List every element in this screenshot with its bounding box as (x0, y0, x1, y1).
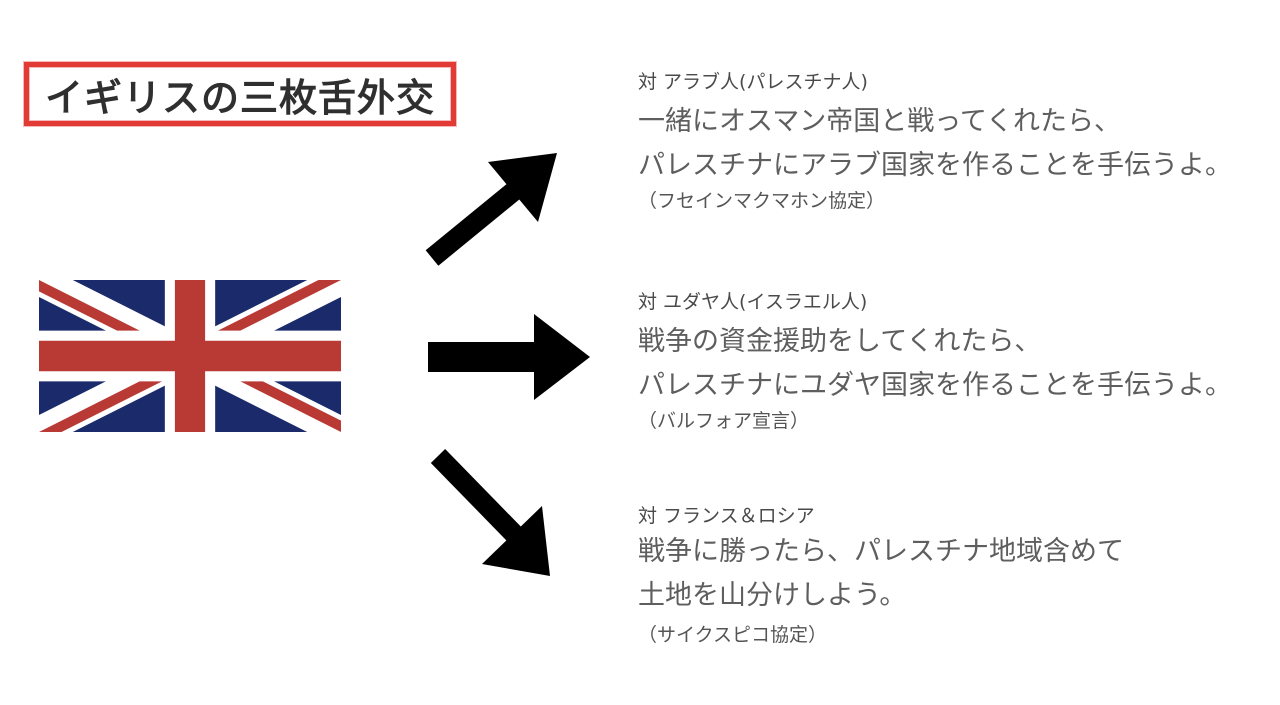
block-text-line: パレスチナにユダヤ国家を作ることを手伝うよ。 (638, 370, 1232, 401)
block-text-line: パレスチナにアラブ国家を作ることを手伝うよ。 (638, 150, 1232, 181)
block-note: （サイクスピコ協定） (638, 624, 828, 646)
arrow-up-right-icon (425, 153, 557, 266)
block-text-line: 土地を山分けしよう。 (638, 580, 907, 611)
block-france-russia: 対 フランス＆ロシア 戦争に勝ったら、パレスチナ地域含めて 土地を山分けしよう。… (638, 504, 1124, 648)
block-text-line: 一緒にオスマン帝国と戦ってくれたら、 (638, 106, 1122, 137)
union-jack-flag-icon (39, 280, 341, 432)
page-title: イギリスの三枚舌外交 (44, 75, 435, 120)
arrow-right-icon (428, 314, 590, 400)
arrow-down-right-icon (430, 449, 550, 576)
block-text-line: 戦争に勝ったら、パレスチナ地域含めて (638, 536, 1124, 567)
block-text-line: 戦争の資金援助をしてくれたら、 (638, 326, 1042, 357)
title-box: イギリスの三枚舌外交 (24, 62, 456, 126)
block-label: 対 アラブ人(パレスチナ人) (638, 71, 868, 93)
block-label: 対 フランス＆ロシア (638, 505, 815, 527)
block-jewish: 対 ユダヤ人(イスラエル人) 戦争の資金援助をしてくれたら、 パレスチナにユダヤ… (638, 290, 1232, 434)
block-label: 対 ユダヤ人(イスラエル人) (638, 291, 868, 313)
block-note: （バルフォア宣言） (638, 410, 810, 432)
block-arab: 対 アラブ人(パレスチナ人) 一緒にオスマン帝国と戦ってくれたら、 パレスチナに… (638, 70, 1232, 214)
block-note: （フセインマクマホン協定） (638, 190, 886, 212)
